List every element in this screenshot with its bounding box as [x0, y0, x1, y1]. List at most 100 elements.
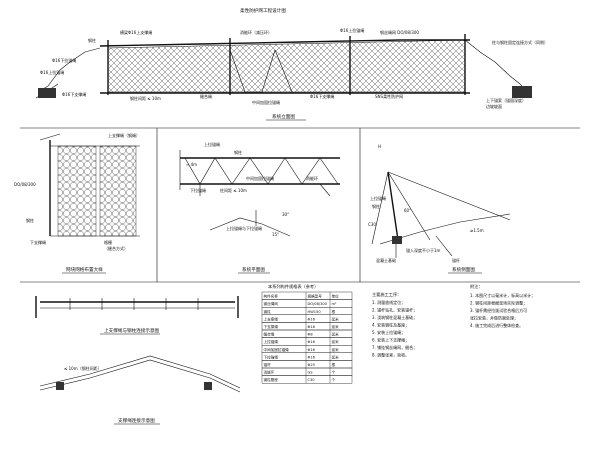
mesh-label-0: 上支撑绳（钢绳） — [108, 132, 140, 138]
elev-label-5: 钢柱间距 ≤ 10m — [130, 95, 161, 101]
right-ground-hatch — [512, 86, 532, 98]
system-elevation: 钢柱 横梁Φ16上支撑绳 Φ16下拉锚绳 Φ16上拉锚绳 Φ16下支撑绳 钢柱间… — [35, 27, 548, 121]
notes-right: 附注： 1. 本图尺寸以毫米计，标高以米计；2. 钢柱间距根据现场实际调整；3.… — [470, 283, 535, 328]
table-cell: 根 — [332, 362, 336, 367]
sec-label-2: 钢柱 — [372, 203, 380, 209]
elev-label-4: Φ16下支撑绳 — [62, 91, 86, 97]
table-header-cell: 构件名称 — [264, 294, 279, 299]
elev-side-note: 柱与钢柱固定连接方式（同侧） — [492, 39, 548, 45]
table-cell: 钢柱基座 — [264, 377, 279, 382]
plan-label-0: 上拉锚绳 — [204, 141, 220, 147]
beam-ties — [69, 298, 199, 310]
sec-label-1: 上拉锚绳 — [370, 195, 386, 201]
table-cell: 延米 — [332, 354, 340, 359]
elevation-posts — [107, 34, 466, 95]
system-section: H 上拉锚绳 钢柱 C30 60° ≥1.5m 锚入深度不小于1m 混凝土基础 … — [368, 144, 511, 274]
table-cell: 中间加固拉锚绳 — [264, 347, 290, 352]
elevation-caption: 系统立面图 — [272, 113, 295, 120]
elev-label-13: 上下锚索（锚固深度） — [486, 97, 526, 103]
sheet-title: 柔性防护网工程设计图 — [240, 7, 286, 14]
system-plan: 上拉锚绳 钢柱 中间加固拉锚绳 消能环 下拉锚绳 柱间距 ≤ 10m ≈ 4m … — [179, 141, 340, 274]
table-title: 本系列构件规格表（参考） — [268, 283, 318, 290]
beam-post-markers — [56, 382, 212, 390]
sec-label-5: ≥1.5m — [470, 228, 484, 233]
table-cell: 钢丝绳网 — [264, 301, 279, 306]
mesh-detail-caption: 网块网格布置大样 — [66, 266, 103, 273]
table-cell: HW150 — [308, 310, 322, 314]
notes-left-item: 1. 测量放线定位； — [372, 299, 405, 305]
elev-label-10: Φ16上拉锚绳 — [340, 27, 364, 33]
notes-right-title: 附注： — [470, 283, 483, 290]
mesh-label-3: 下支撑绳 — [30, 239, 46, 245]
elevation-mesh-panel — [107, 39, 466, 93]
notes-right-item: 张拉安装，并做防腐处理； — [470, 315, 518, 321]
table-cell: 钢柱 — [264, 309, 272, 314]
table-header-cell: 规格型号 — [308, 294, 323, 299]
table-cell: Φ16 — [308, 355, 316, 359]
elev-label-14: 边坡坡面 — [486, 103, 502, 109]
notes-left-item: 8. 调整张紧，验收。 — [372, 352, 409, 358]
beam-bottom-label: ≤ 10m（钢柱间距） — [64, 365, 102, 371]
sec-label-7: 混凝土基础 — [376, 257, 396, 263]
notes-left-item: 2. 锚杆钻孔、安装锚杆； — [372, 307, 417, 313]
table-cell: m² — [332, 302, 338, 306]
beam-views: 上支撑绳与钢柱连接示意图 ≤ 10m（钢柱间距） 支撑绳连接示意图 — [35, 296, 241, 425]
mesh-label-2: 钢柱 — [26, 217, 34, 223]
table-cell: 缝合绳 — [264, 332, 275, 337]
plan-label-1: 钢柱 — [234, 149, 242, 155]
elev-label-7: 消能环（减压环） — [240, 29, 272, 35]
mesh-label-4: 格栅 — [104, 239, 112, 245]
elev-label-3: Φ16上拉锚绳 — [40, 69, 64, 75]
sec-label-4: 60° — [404, 208, 411, 213]
table-cell: 个 — [332, 377, 336, 382]
table-header-cell: 单位 — [332, 294, 340, 299]
sec-label-3: C30 — [368, 222, 376, 227]
table-cell: 消能环 — [264, 370, 275, 375]
table-cell: 下支撑绳 — [264, 324, 279, 329]
sec-label-0: H — [378, 144, 381, 149]
table-cell: 延米 — [332, 339, 340, 344]
elev-label-11: 钢丝绳网 DO/08/300 — [380, 29, 419, 35]
mesh-label-1: DO/08/300 — [14, 182, 36, 187]
table-cell: 上支撑绳 — [264, 316, 279, 321]
table-cell: 延米 — [332, 324, 340, 329]
table-cell: Φ16 — [308, 340, 316, 344]
table-cell: 锚杆 — [264, 362, 272, 367]
table-cell: 上拉锚绳 — [264, 339, 279, 344]
sec-label-8: 锚杆 — [452, 257, 460, 263]
mesh-detail-panel-b — [99, 145, 137, 237]
elev-label-12: SNS柔性防护网 — [375, 93, 403, 99]
plan-label-8: 上拉锚绳与下拉锚绳 — [226, 225, 262, 231]
table-cell: 延米 — [332, 347, 340, 352]
table-cell: Φ25 — [308, 363, 315, 367]
notes-left-item: 4. 安装钢柱及基座； — [372, 322, 409, 328]
plan-label-7: 30° — [282, 212, 289, 217]
mesh-detail: 上支撑绳（钢绳） DO/08/300 钢柱 下支撑绳 格栅 （缝合方式） 网块网… — [14, 132, 140, 274]
table-cell: C30 — [308, 378, 316, 382]
mesh-detail-panel-a — [57, 145, 97, 237]
table-cell: Φ16 — [308, 325, 316, 329]
section-foundation — [392, 236, 402, 244]
notes-left-item: 5. 安装上拉锚绳； — [372, 329, 405, 335]
plan-label-5: 柱间距 ≤ 10m — [220, 187, 247, 193]
notes-left-item: 3. 浇筑钢柱混凝土基础； — [372, 314, 417, 320]
table-cell: DO/08/300 — [308, 302, 328, 306]
table-cell: 延米 — [332, 332, 340, 337]
sheet-frame-lines — [20, 127, 580, 283]
elev-label-6: 缝合绳 — [200, 93, 212, 99]
table-cell: Φ8 — [308, 333, 314, 337]
elev-label-0: 钢柱 — [88, 37, 96, 43]
notes-right-item: 1. 本图尺寸以毫米计，标高以米计； — [470, 292, 535, 298]
notes-left: 主要施工工序： 1. 测量放线定位；2. 锚杆钻孔、安装锚杆；3. 浇筑钢柱混凝… — [372, 291, 417, 358]
plan-label-3: 消能环 — [306, 175, 318, 181]
elev-label-1: 横梁Φ16上支撑绳 — [120, 29, 152, 35]
table-cell: Φ16 — [308, 348, 316, 352]
mesh-label-5: （缝合方式） — [104, 245, 128, 251]
notes-right-item: 2. 钢柱间距根据现场实际调整； — [470, 300, 527, 306]
beam-top-caption: 上支撑绳与钢柱连接示意图 — [104, 327, 160, 334]
top-support-rope — [99, 39, 470, 47]
section-caption: 系统侧面图 — [452, 266, 475, 273]
table-cell: 下拉锚绳 — [264, 354, 279, 359]
plan-label-4: 下拉锚绳 — [190, 187, 206, 193]
